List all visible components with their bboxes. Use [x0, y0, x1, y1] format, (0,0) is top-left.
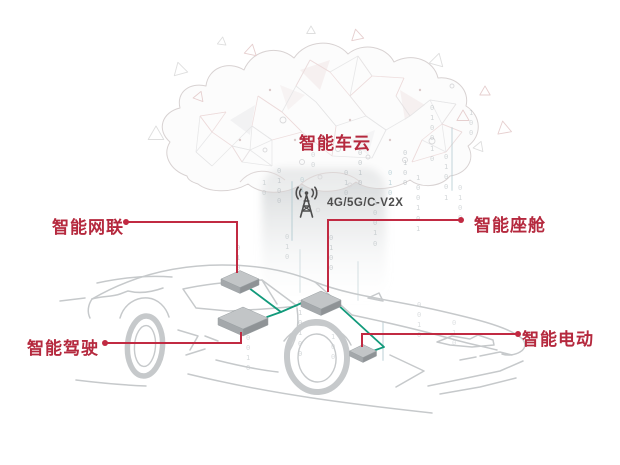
callout-lines	[102, 217, 521, 347]
cloud-scatter-triangles	[147, 25, 512, 153]
cloud-bubbles	[238, 83, 455, 213]
callout-dot	[123, 219, 129, 225]
connectivity-label: 智能网联	[52, 218, 124, 237]
data-beam	[262, 168, 386, 302]
low-poly-cloud	[147, 25, 512, 213]
rear-wheel	[124, 313, 166, 379]
cloud-mesh	[195, 55, 463, 167]
front-wheel	[283, 319, 351, 395]
ecu-module-driving	[217, 306, 269, 337]
callout-connectivity	[123, 219, 238, 273]
callout-cockpit	[327, 217, 464, 292]
driving-label: 智能驾驶	[27, 339, 99, 358]
ecu-modules	[217, 270, 378, 363]
cloud-label: 智能车云	[299, 134, 371, 153]
electric-label: 智能电动	[522, 330, 594, 349]
network-label: 4G/5G/C-V2X	[327, 197, 404, 209]
callout-electric	[361, 331, 521, 347]
callout-dot	[102, 340, 108, 346]
cockpit-label: 智能座舱	[474, 216, 546, 235]
callout-driving	[102, 332, 242, 346]
wire-harness	[248, 287, 385, 352]
car-sketch	[59, 264, 526, 414]
ecu-module-electric	[348, 344, 378, 363]
data-streaks	[291, 127, 453, 361]
ecu-module-connectivity	[220, 270, 260, 294]
callout-dot	[515, 331, 521, 337]
callout-dot	[458, 217, 464, 223]
ecu-module-cockpit	[300, 290, 342, 316]
